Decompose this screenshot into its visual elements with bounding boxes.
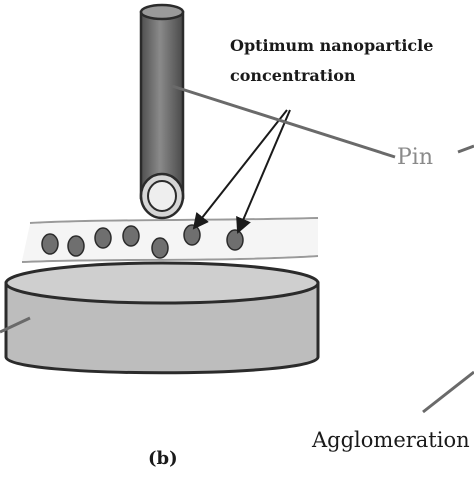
nanoparticle (67, 235, 85, 257)
film-fill (22, 219, 318, 261)
pin-label: Pin (397, 145, 433, 170)
pin-tip-inner (147, 180, 177, 212)
disc-leader-line (0, 316, 31, 334)
agglomeration-leader-line (422, 370, 474, 414)
optimum-label-line2: concentration (230, 66, 356, 85)
pin-body (139, 10, 185, 200)
nanoparticles (41, 224, 244, 259)
concentration-arrows (192, 109, 291, 234)
panel-label: (b) (148, 448, 178, 469)
disc-side (4, 281, 320, 375)
film-lower-line (21, 255, 319, 263)
disc-top (4, 261, 320, 305)
pin-cylinder (139, 3, 185, 220)
agglomeration-label: Agglomeration (311, 428, 470, 452)
nanoparticle (122, 225, 140, 247)
nanoparticle (94, 227, 112, 249)
nanoparticle (226, 229, 244, 251)
pin-right-leader-line (457, 144, 474, 154)
nanoparticle (183, 224, 201, 246)
disc (4, 261, 320, 375)
nanoparticle (41, 233, 59, 255)
pin-top-end (139, 3, 185, 21)
arrow-to-particle (192, 109, 288, 230)
film-upper-line (29, 217, 319, 224)
optimum-label-line1: Optimum nanoparticle (230, 36, 433, 55)
pin-leader-line (171, 84, 396, 159)
nanoparticle (151, 237, 169, 259)
arrow-to-particle (236, 109, 291, 234)
lubricant-film (21, 217, 319, 263)
